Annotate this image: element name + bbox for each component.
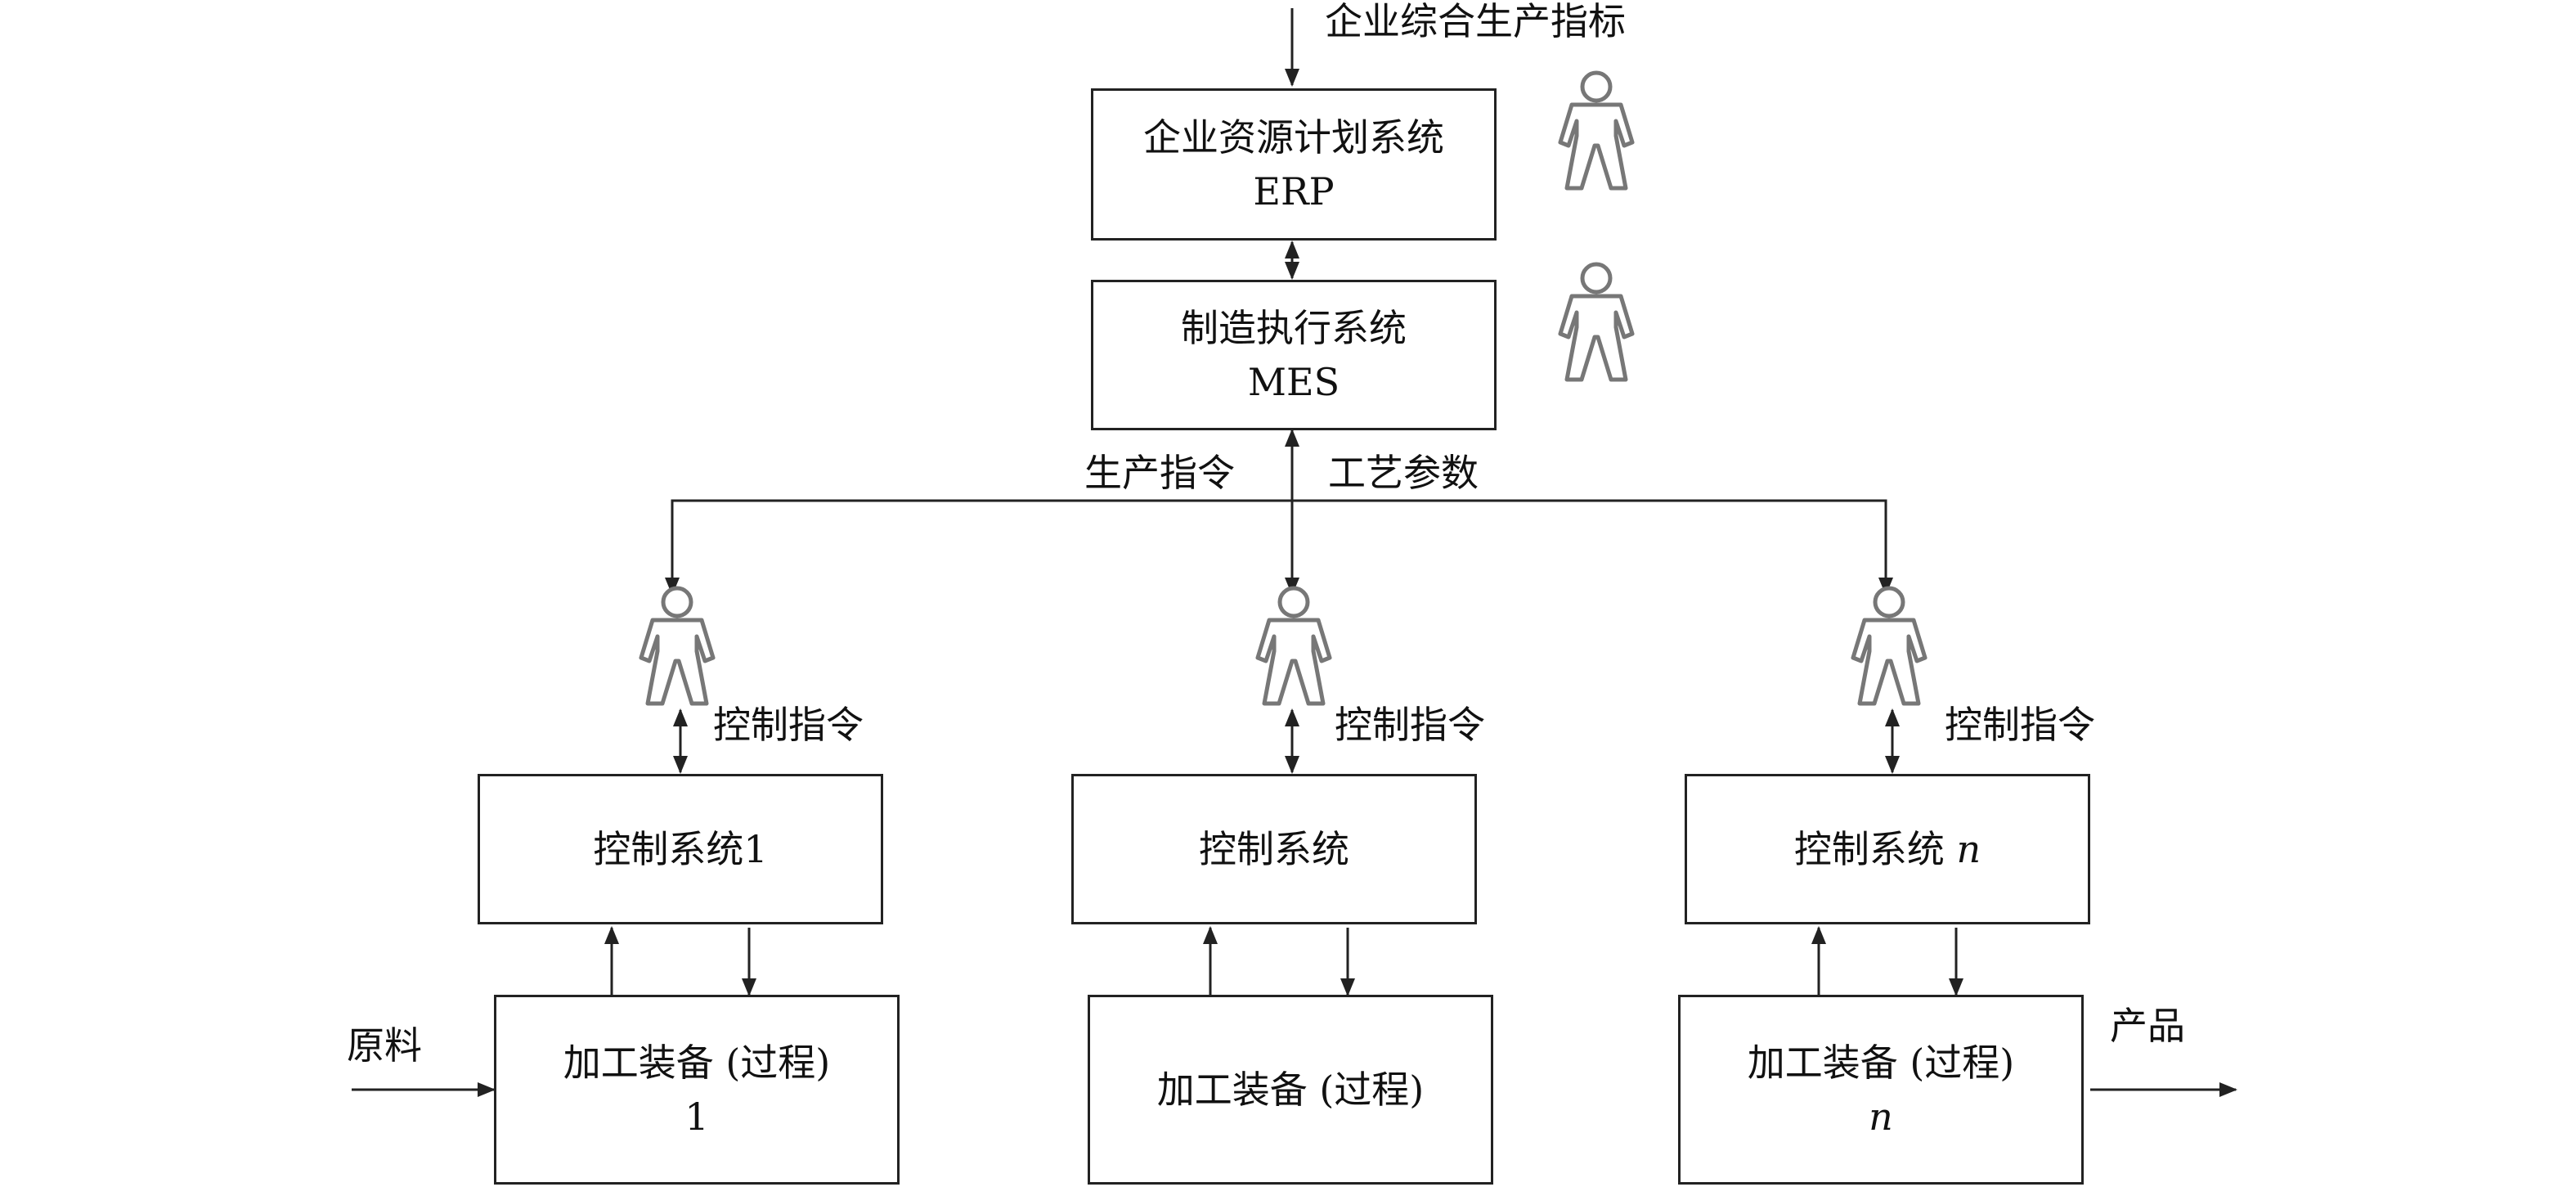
production-command-label: 生产指令 [1084,451,1235,495]
control-command-label-2: 控制指令 [1335,703,1485,747]
control-command-label-1: 控制指令 [713,703,864,747]
equipment-2-name: 加工装备 (过程) [1156,1068,1425,1112]
equipment-n-name: 加工装备 (过程) [1747,1041,2015,1085]
control-system-n-text: 控制系统 [1793,827,1957,871]
erp-abbr: ERP [1253,169,1335,214]
raw-material-label: 原料 [347,1023,422,1068]
product-label: 产品 [2110,1004,2185,1048]
erp-name: 企业资源计划系统 [1143,115,1444,160]
mes-name: 制造执行系统 [1181,306,1407,350]
control-system-2: 控制系统 [1071,774,1477,924]
equipment-1-index: 1 [684,1095,709,1139]
equipment-n: 加工装备 (过程) n [1678,995,2084,1185]
control-system-1-name: 控制系统1 [593,827,768,871]
mes-box: 制造执行系统 MES [1091,280,1497,430]
mes-abbr: MES [1247,360,1340,404]
process-parameter-label: 工艺参数 [1328,451,1479,495]
operator-line2-icon [1258,588,1330,704]
equipment-2: 加工装备 (过程) [1088,995,1493,1185]
control-system-n-index: n [1956,827,1981,871]
equipment-1: 加工装备 (过程) 1 [494,995,900,1185]
operator-erp-icon [1560,73,1632,188]
operator-linen-icon [1853,588,1925,704]
control-system-n: 控制系统 n [1685,774,2090,924]
control-system-2-name: 控制系统 [1199,827,1349,871]
operator-mes-icon [1560,264,1632,380]
operator-line1-icon [641,588,713,704]
erp-box: 企业资源计划系统 ERP [1091,88,1497,241]
control-command-label-n: 控制指令 [1945,703,2095,747]
control-system-1: 控制系统1 [478,774,883,924]
equipment-n-index: n [1869,1095,1893,1139]
bus-line [665,499,1893,596]
equipment-1-name: 加工装备 (过程) [563,1041,831,1085]
control-system-n-name: 控制系统 n [1794,822,1981,876]
top-input-label: 企业综合生产指标 [1325,0,1626,43]
